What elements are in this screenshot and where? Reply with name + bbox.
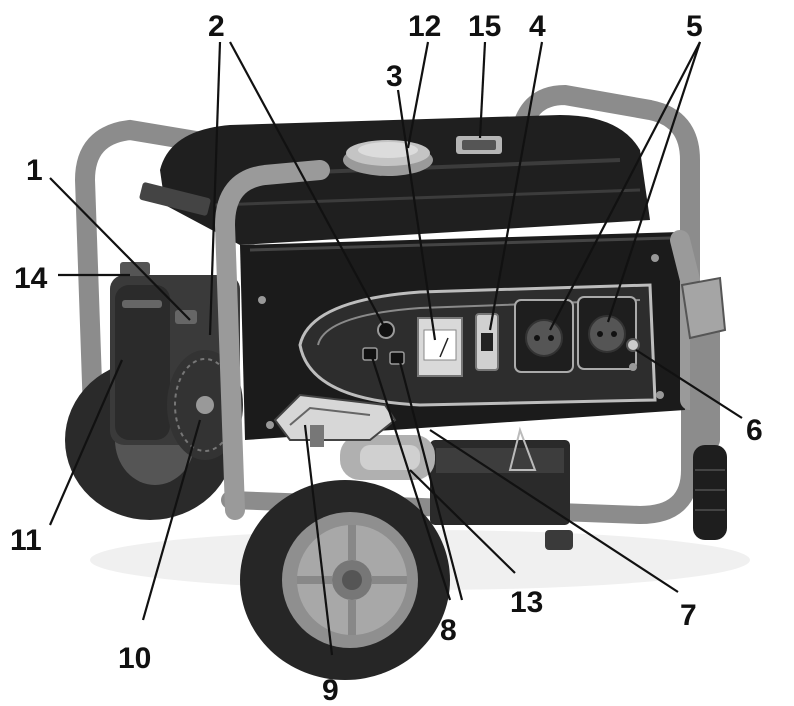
callout-10: 10 [118, 642, 151, 675]
generator-illustration [65, 84, 750, 680]
engine-switch [377, 321, 395, 339]
frame-rear-left [74, 119, 260, 480]
leader-lines [48, 41, 743, 656]
callout-8: 8 [440, 614, 457, 647]
battery [430, 426, 570, 525]
ac-socket-left [514, 299, 574, 373]
frame-bottom-rail [221, 381, 699, 525]
leader-2a [208, 41, 222, 336]
leader-3 [396, 89, 437, 341]
leader-5a [549, 41, 701, 331]
leader-11 [48, 359, 124, 526]
frame-rear-right [510, 84, 700, 290]
leader-7 [429, 429, 679, 593]
dc-terminal-left [362, 347, 378, 361]
leader-9 [303, 424, 334, 656]
callout-11: 11 [10, 524, 42, 557]
voltmeter [417, 317, 463, 377]
leader-10 [141, 419, 202, 621]
callout-15: 15 [468, 10, 501, 43]
callout-6: 6 [746, 414, 763, 447]
callout-labels: 1 2 3 4 5 6 7 8 9 10 11 12 13 14 15 [10, 10, 763, 706]
fuel-cap [343, 140, 433, 176]
leader-12 [406, 41, 430, 149]
leader-13 [409, 469, 516, 574]
fuel-tank [160, 115, 650, 245]
leader-4 [488, 41, 544, 331]
leader-15 [478, 41, 487, 139]
leader-8a [370, 356, 452, 601]
leader-6 [635, 349, 743, 419]
ground-terminal [626, 338, 640, 352]
callout-13: 13 [510, 586, 543, 619]
callout-3: 3 [386, 60, 403, 93]
callout-1: 1 [26, 154, 43, 187]
callout-7: 7 [680, 599, 697, 632]
frame-front [214, 160, 330, 520]
front-wheel [240, 480, 450, 680]
ac-socket-right [577, 296, 637, 370]
leader-8b [398, 361, 464, 601]
leader-1 [49, 177, 191, 321]
callout-14: 14 [14, 262, 48, 295]
leader-2b [229, 41, 386, 329]
handle [680, 276, 727, 540]
callout-2: 2 [208, 10, 225, 43]
callout-5: 5 [686, 10, 703, 43]
callout-9: 9 [322, 674, 339, 706]
callout-4: 4 [529, 10, 546, 43]
leader-5b [606, 41, 702, 323]
air-filter-cover [115, 285, 170, 440]
callout-12: 12 [408, 10, 441, 43]
dc-terminal-right [389, 351, 405, 365]
